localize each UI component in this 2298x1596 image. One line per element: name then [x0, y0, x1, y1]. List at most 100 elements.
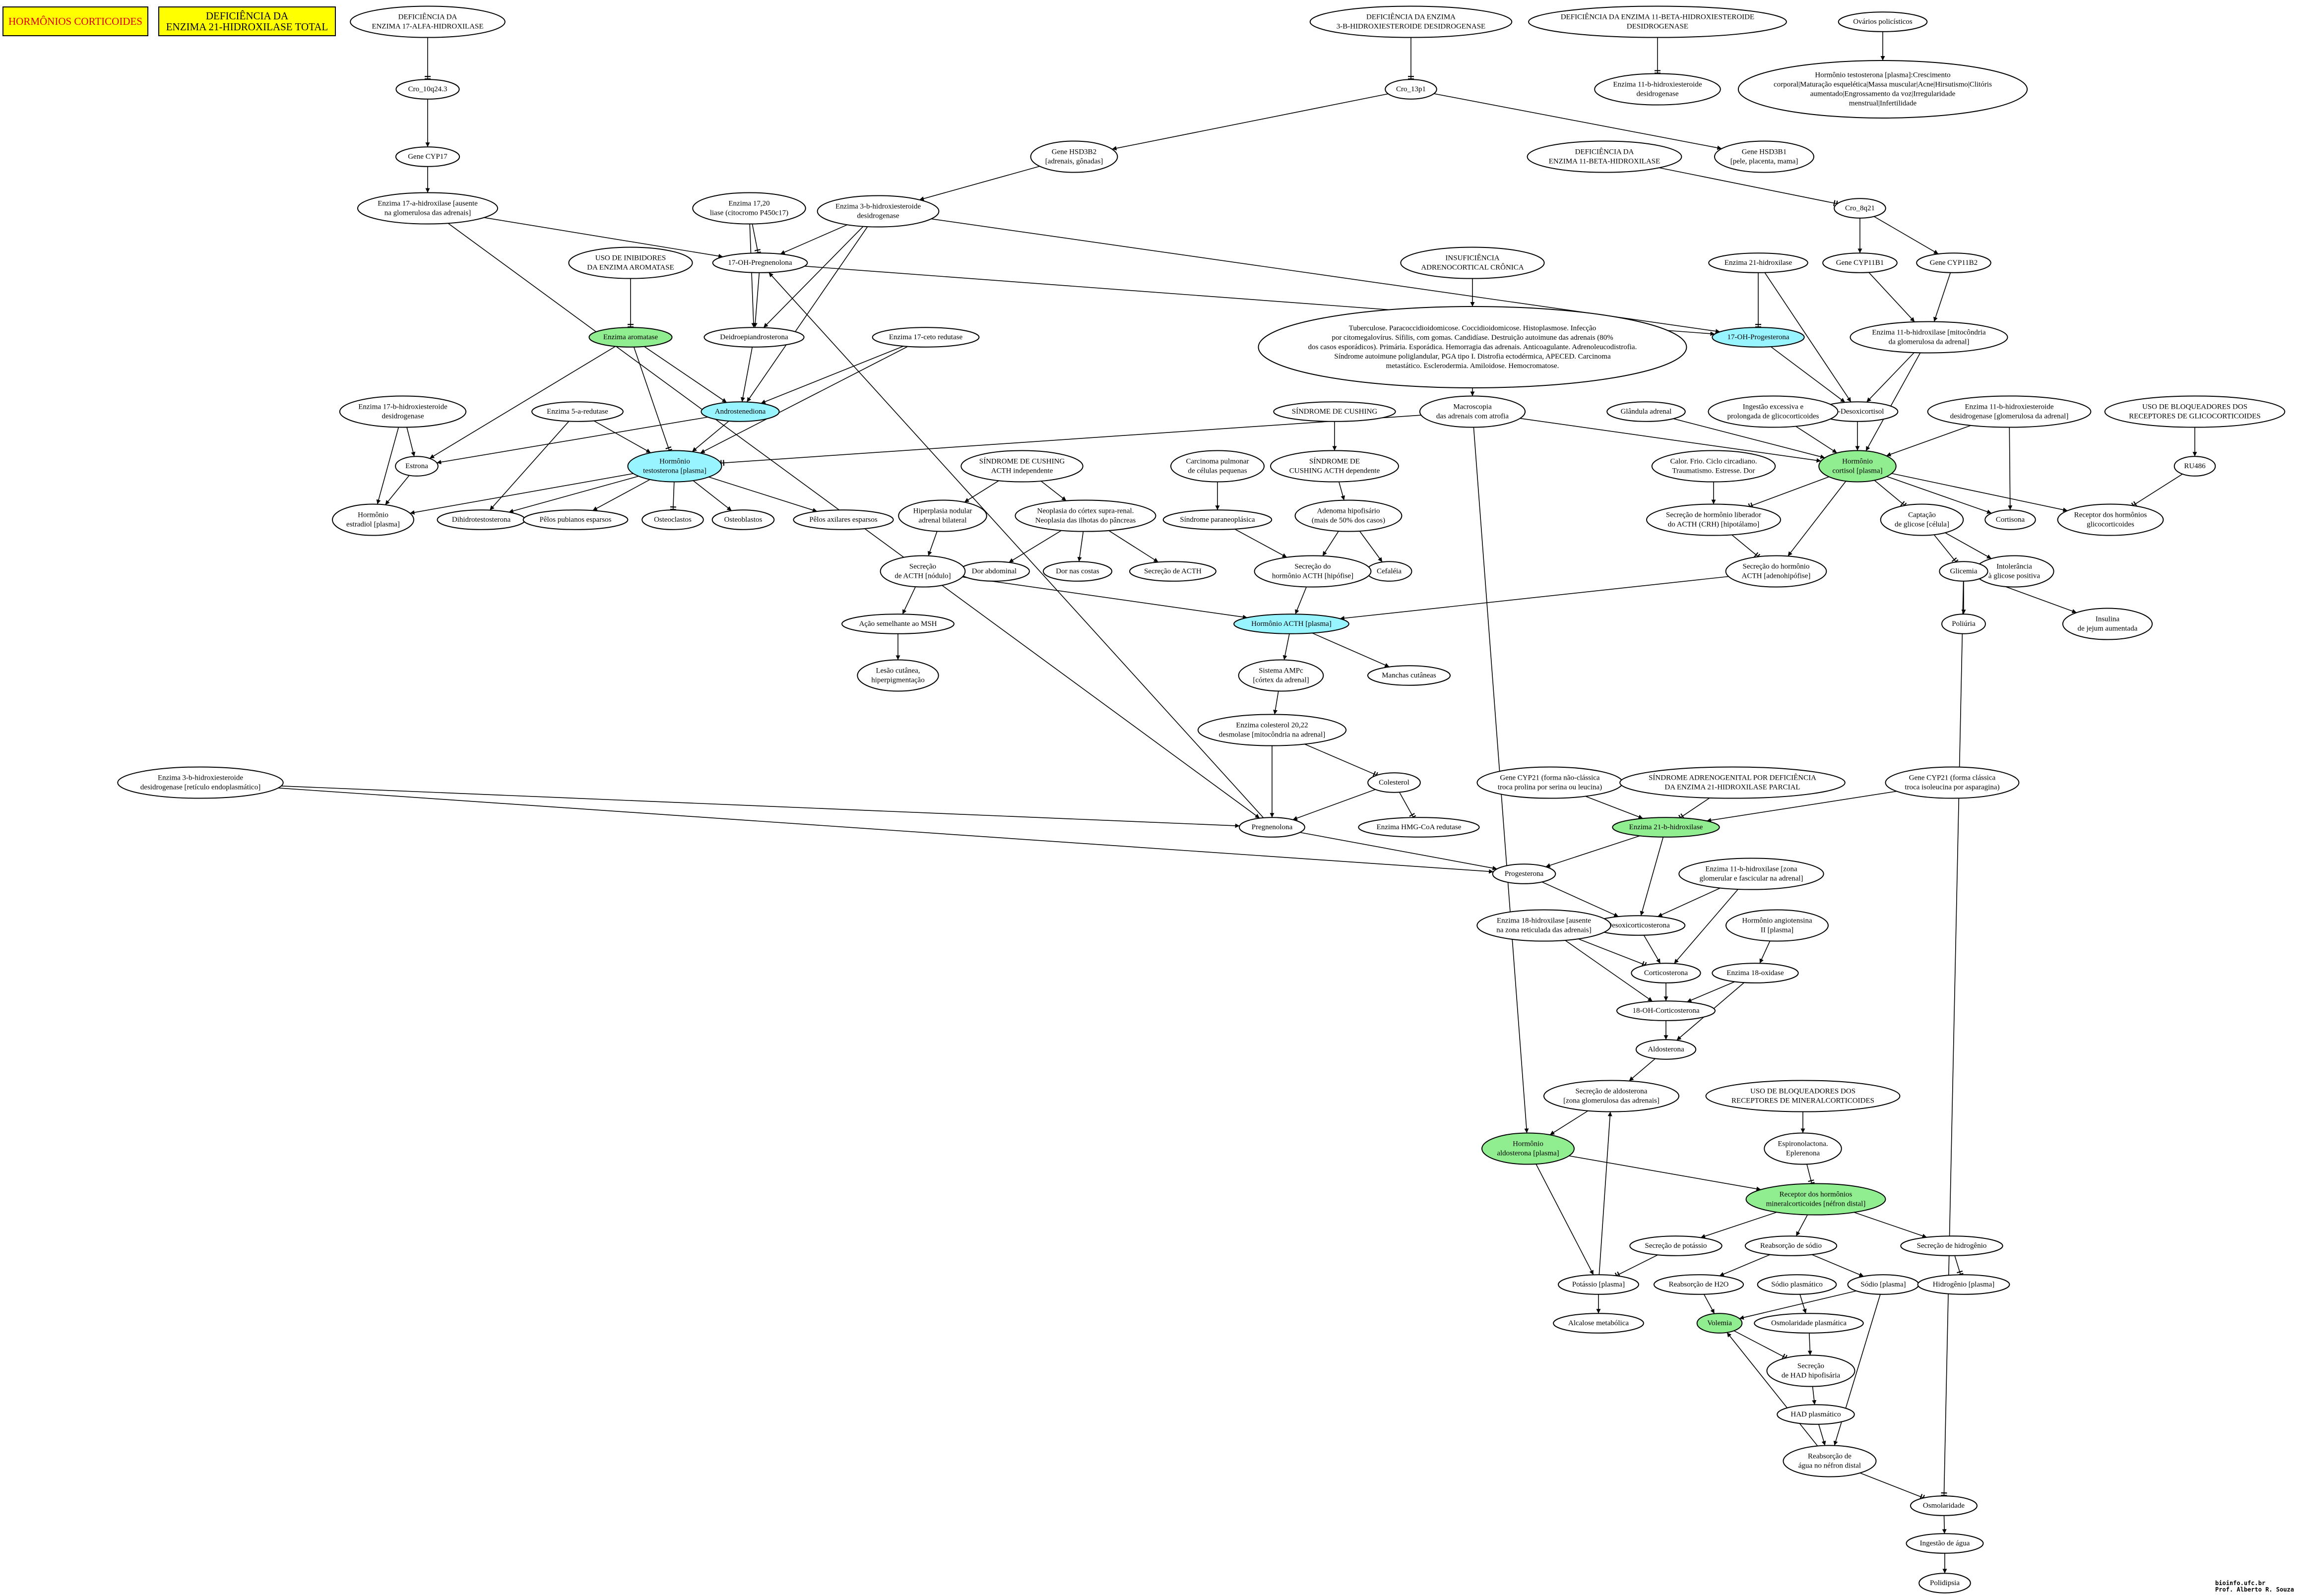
edge-arrow	[1759, 940, 1771, 964]
node-dht: Dihidrotestosterona	[437, 509, 526, 530]
node-enz5a: Enzima 5-a-redutase	[531, 401, 624, 422]
node-corticost: Corticosterona	[1631, 963, 1701, 983]
node-shape	[1757, 1274, 1837, 1295]
edge-arrow	[1811, 1254, 1864, 1277]
node-shape	[1254, 555, 1372, 588]
edge-tee	[1399, 792, 1416, 819]
node-label: Gene CYP21 (forma não-clássica	[1500, 774, 1600, 782]
node-enz11bzona: Enzima 11-b-hidroxilase [zonaglomerular …	[1678, 858, 1824, 890]
node-cyp11b1: Gene CYP11B1	[1822, 252, 1898, 273]
edge-arrow	[1434, 93, 1722, 150]
node-label: SÍNDROME DE CUSHING	[979, 457, 1065, 466]
node-label: Neoplasia das ilhotas do pâncreas	[1035, 517, 1136, 525]
edge-tee	[720, 415, 1421, 466]
edge-arrow	[1340, 576, 1729, 620]
node-label: DEFICIÊNCIA DA ENZIMA 11-BETA-HIDROXIEST…	[1561, 13, 1754, 21]
edge-tee	[1748, 476, 1829, 509]
node-def11bhd: DEFICIÊNCIA DA ENZIMA 11-BETA-HIDROXIEST…	[1528, 5, 1787, 38]
node-enz3b-ret: Enzima 3-b-hidroxiesteroidedesidrogenase…	[117, 766, 284, 799]
edge-arrow	[1339, 482, 1345, 500]
edge-arrow	[1787, 481, 1847, 556]
node-shape	[898, 499, 987, 532]
node-shape	[1294, 499, 1403, 532]
node-shape	[1818, 450, 1897, 483]
node-shape	[1696, 1313, 1743, 1334]
node-shape	[1385, 79, 1437, 100]
node-label: 18-OH-Corticosterona	[1633, 1007, 1700, 1015]
node-label: Colesterol	[1379, 779, 1409, 787]
node-label: Hormônio testosterona [plasma]:Crescimen…	[1815, 71, 1950, 79]
edge-arrow	[708, 476, 818, 512]
node-label: Secreção	[909, 563, 936, 571]
edge-arrow	[1009, 530, 1062, 563]
node-shape	[1783, 1445, 1877, 1477]
node-shape	[1619, 766, 1846, 799]
node-label: [córtex da adrenal]	[1253, 676, 1309, 684]
edge-arrow	[278, 788, 1494, 874]
node-label: Gene CYP11B1	[1836, 259, 1884, 267]
node-shape	[1725, 909, 1829, 942]
node-label: Enzima 18-oxidase	[1726, 969, 1784, 977]
node-shape	[1239, 817, 1305, 838]
node-label: hormônio ACTH [hipófise]	[1272, 572, 1353, 580]
node-label: Dihidrotestosterona	[452, 516, 511, 524]
edge-arrow	[1770, 346, 1846, 403]
edge-arrow	[509, 476, 639, 513]
node-label: SÍNDROME ADRENOGENITAL POR DEFICIÊNCIA	[1649, 774, 1816, 782]
node-label: do ACTH (CRH) [hipotálamo]	[1668, 521, 1760, 529]
node-label: glomerular e fascicular na adrenal]	[1699, 875, 1803, 883]
node-shape	[960, 450, 1084, 483]
node-label: menstrual|Infertilidade	[1849, 100, 1917, 108]
node-label: DA ENZIMA 21-HIDROXILASE PARCIAL	[1664, 784, 1800, 792]
node-label: Dor nas costas	[1056, 567, 1099, 575]
node-label: DEFICIÊNCIA DA ENZIMA	[1366, 13, 1456, 21]
node-label: Adenoma hipofisário	[1317, 507, 1380, 515]
node-shape	[1528, 5, 1787, 38]
node-espiro: Espironolactona.Eplerenona	[1764, 1132, 1842, 1165]
node-label: prolongada de glicocorticoides	[1727, 413, 1819, 421]
edge-arrow	[763, 226, 864, 328]
node-label: Enzima 3-b-hidroxiesteroide	[158, 774, 243, 782]
node-label: Enzima HMG-CoA redutase	[1377, 823, 1462, 831]
node-label: de jejum aumentada	[2078, 625, 2138, 633]
node-label: Secreção de hidrogênio	[1917, 1242, 1987, 1250]
node-shape	[568, 246, 693, 279]
node-pelos-pub: Pêlos pubianos esparsos	[522, 509, 629, 530]
node-shape	[1941, 614, 1986, 634]
footer-site: bioinfo.ufc.br	[2215, 1580, 2266, 1587]
node-shape	[1766, 1354, 1855, 1387]
node-cefaleia: Cefaléia	[1366, 561, 1412, 582]
edge-arrow	[749, 224, 756, 328]
node-label: desmolase [mitocôndria na adrenal]	[1219, 731, 1326, 739]
edge-arrow	[1945, 532, 1992, 559]
edge-tee	[1806, 1164, 1815, 1185]
node-enz11bhd: Enzima 11-b-hidroxiesteroidedesidrogenas…	[1594, 73, 1721, 106]
edge-arrow	[410, 473, 634, 515]
node-label: Ação semelhante ao MSH	[859, 620, 937, 628]
edge-tee	[1859, 1473, 1925, 1501]
edge-arrow	[1812, 1386, 1817, 1405]
node-hsd3b1: Gene HSD3B1[pele, placenta, mama]	[1714, 140, 1815, 173]
node-shape	[1129, 561, 1216, 582]
node-label: Insulina	[2096, 615, 2120, 623]
node-ovarios: Ovários policísticos	[1838, 11, 1928, 32]
node-label: Gene CYP17	[408, 153, 447, 161]
node-shape	[1367, 665, 1451, 686]
node-cushing: SÍNDROME DE CUSHING	[1273, 401, 1396, 422]
node-label: desidrogenase	[857, 212, 899, 220]
node-shape	[1162, 509, 1273, 530]
edge-tee	[670, 482, 676, 510]
node-label: aumentado|Engrossamento da voz|Irregular…	[1810, 90, 1956, 98]
node-label: na glomerulosa das adrenais]	[384, 209, 471, 217]
node-label: (mais de 50% dos casos)	[1312, 517, 1385, 525]
node-shape	[1737, 60, 2028, 119]
node-enz21: Enzima 21-hidroxilase	[1708, 252, 1808, 273]
